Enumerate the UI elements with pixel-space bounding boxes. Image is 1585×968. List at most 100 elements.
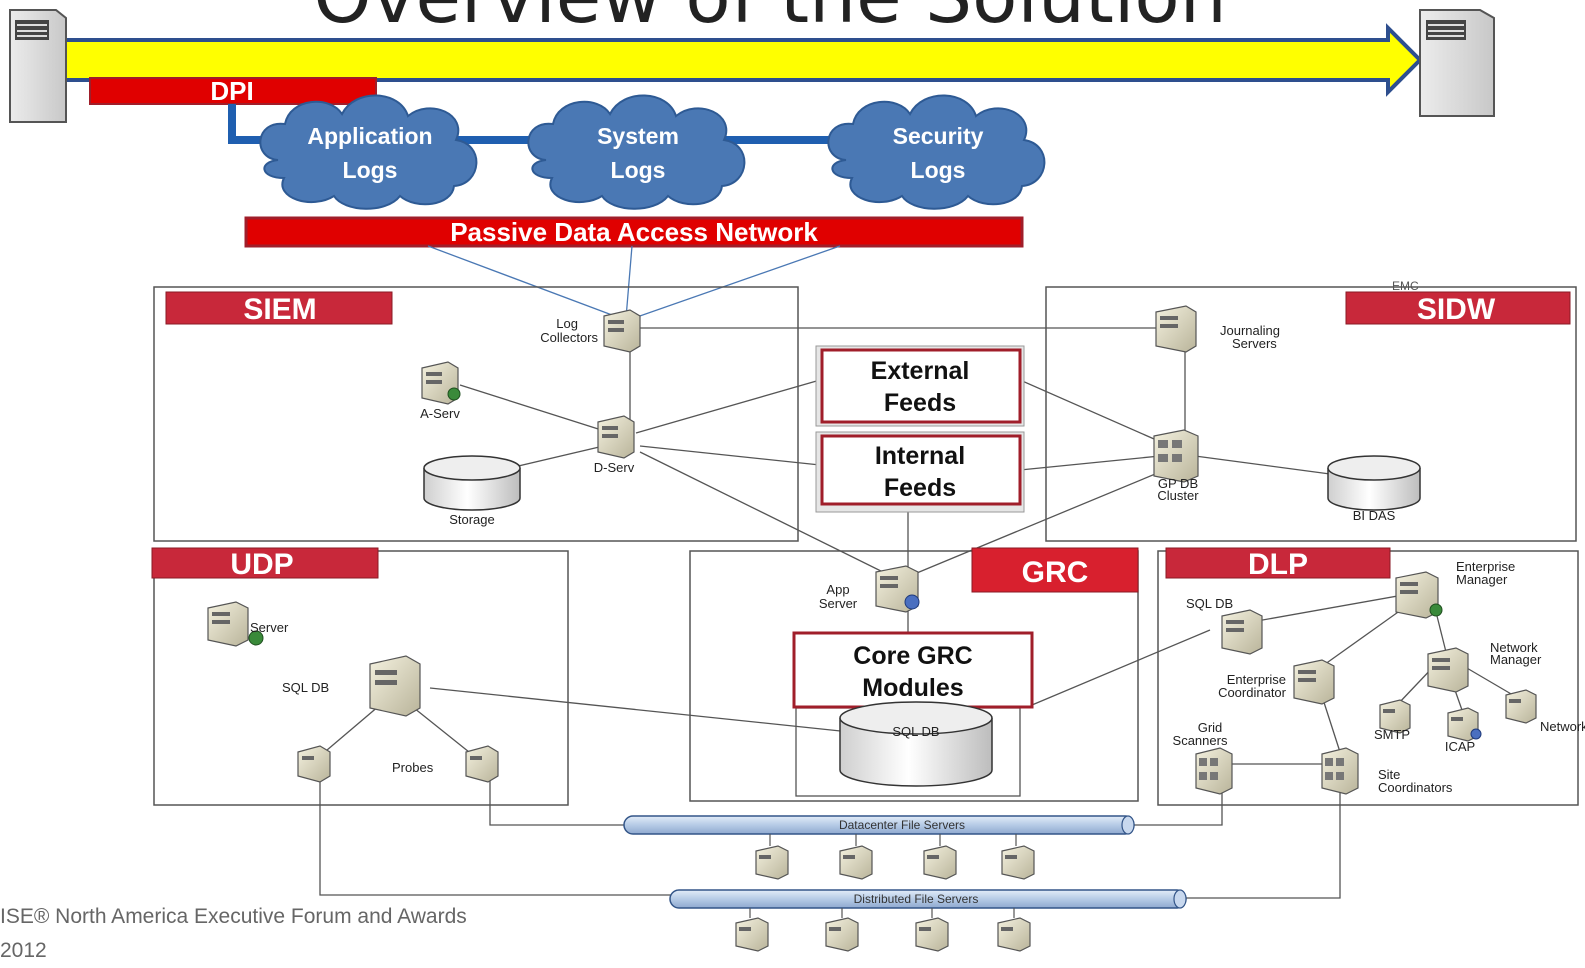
grc-sql-db-cylinder-icon xyxy=(839,701,993,787)
site-coordinators-label-1: Site xyxy=(1378,767,1400,782)
distributed-file-server-icons xyxy=(735,917,1031,952)
udp-labels: Server SQL DB Probes xyxy=(250,620,434,775)
network-manager-server-icon xyxy=(1427,647,1469,693)
site-coordinators-icon xyxy=(1321,747,1359,795)
gp-db-label-2: Cluster xyxy=(1157,488,1199,503)
cloud-application-logs: Application Logs xyxy=(259,94,478,210)
app-server-label-2: Server xyxy=(819,596,858,611)
file-server-icon xyxy=(997,917,1031,952)
enterprise-coordinator-label-1: Enterprise xyxy=(1227,672,1286,687)
external-feeds-box: External Feeds xyxy=(815,345,1025,427)
file-server-icon xyxy=(923,845,957,880)
cloud-system-logs: System Logs xyxy=(527,94,746,210)
internal-feeds-box: Internal Feeds xyxy=(815,431,1025,513)
journaling-server-icon xyxy=(1155,305,1197,353)
probe-server-icon-right xyxy=(465,745,499,783)
cloud-application-line1: Application xyxy=(307,123,432,149)
network-manager-label-2: Manager xyxy=(1490,652,1542,667)
left-server-tower-icon xyxy=(9,9,67,123)
cloud-security-line2: Logs xyxy=(911,157,966,183)
gp-db-cluster-icon xyxy=(1153,429,1199,483)
file-server-icon xyxy=(915,917,949,952)
cloud-system-line2: Logs xyxy=(611,157,666,183)
d-serv-label: D-Serv xyxy=(594,460,635,475)
network-feed-lines xyxy=(427,245,841,319)
enterprise-manager-label-2: Manager xyxy=(1456,572,1508,587)
footer-line1: ISE® North America Executive Forum and A… xyxy=(0,905,467,928)
sidw-labels: Journaling Servers GP DB Cluster BI DAS xyxy=(1157,323,1395,523)
dpi-label: DPI xyxy=(210,76,253,106)
gp-db-label-1: GP DB xyxy=(1158,476,1198,491)
probes-label: Probes xyxy=(392,760,434,775)
storage-label: Storage xyxy=(449,512,495,527)
file-server-icon xyxy=(839,845,873,880)
file-server-icon xyxy=(755,845,789,880)
cloud-security-line1: Security xyxy=(893,123,984,149)
udp-box xyxy=(153,550,569,806)
grid-scanners-label-1: Grid xyxy=(1198,720,1223,735)
smtp-label: SMTP xyxy=(1374,727,1410,742)
udp-header: UDP xyxy=(151,547,379,581)
svg-text:GRC: GRC xyxy=(1022,556,1089,589)
network-device-icon xyxy=(1505,689,1537,724)
passive-data-access-network-bar xyxy=(244,216,1024,248)
core-grc-line1: Core GRC xyxy=(853,642,972,670)
enterprise-coordinator-server-icon xyxy=(1293,659,1335,705)
grc-app-server-icon xyxy=(875,565,920,613)
distributed-bus-label: Distributed File Servers xyxy=(854,892,979,906)
bi-das-label: BI DAS xyxy=(1353,508,1396,523)
d-serv-server-icon xyxy=(597,415,635,459)
core-grc-modules-box: Core GRC Modules xyxy=(792,631,1034,709)
network-manager-label-1: Network xyxy=(1490,640,1538,655)
udp-sql-db-label: SQL DB xyxy=(282,680,329,695)
datacenter-bus-label: Datacenter File Servers xyxy=(839,818,965,832)
log-collectors-label-2: Collectors xyxy=(540,330,598,345)
icap-label: ICAP xyxy=(1445,739,1475,754)
grid-scanners-icon xyxy=(1195,747,1233,795)
connection-lines xyxy=(319,327,1519,899)
file-server-icon xyxy=(825,917,859,952)
section-boxes xyxy=(153,286,1579,806)
slide-title: Overview of the Solution xyxy=(313,0,1226,40)
storage-cylinder-icon xyxy=(423,455,521,511)
bi-das-cylinder-icon xyxy=(1327,455,1421,511)
right-server-tower-icon xyxy=(1419,9,1495,117)
svg-text:SIDW: SIDW xyxy=(1417,293,1496,326)
app-server-label-1: App xyxy=(826,582,849,597)
siem-box xyxy=(153,286,799,542)
journaling-label-2: Servers xyxy=(1232,336,1277,351)
dpi-bar xyxy=(89,77,377,105)
siem-labels: Log Collectors A-Serv D-Serv Storage xyxy=(420,316,635,527)
passive-data-access-network-label: Passive Data Access Network xyxy=(450,217,818,247)
udp-server-icon xyxy=(207,601,264,647)
log-collector-server-icon xyxy=(603,309,641,353)
journaling-label-1: Journaling xyxy=(1220,323,1280,338)
sidw-box xyxy=(1045,286,1577,542)
svg-text:DLP: DLP xyxy=(1248,548,1308,581)
enterprise-manager-label-1: Enterprise xyxy=(1456,559,1515,574)
sidw-overlap-label: EMC xyxy=(1392,279,1419,293)
svg-text:UDP: UDP xyxy=(230,548,293,581)
icap-server-icon xyxy=(1447,707,1482,742)
datacenter-file-servers-bus: Datacenter File Servers xyxy=(623,815,1135,835)
internal-feeds-line1: Internal xyxy=(875,442,965,470)
network-label: Network xyxy=(1540,719,1585,734)
a-serv-label: A-Serv xyxy=(420,406,460,421)
dlp-header: DLP xyxy=(1165,547,1391,581)
dlp-sql-db-label: SQL DB xyxy=(1186,596,1233,611)
datacenter-file-server-icons xyxy=(755,845,1035,880)
grc-labels: App Server xyxy=(819,582,858,611)
footer-line2: 2012 xyxy=(0,939,47,962)
external-feeds-line2: Feeds xyxy=(884,389,956,417)
cloud-security-logs: Security Logs xyxy=(827,94,1046,210)
udp-server-label: Server xyxy=(250,620,289,635)
distributed-file-servers-bus: Distributed File Servers xyxy=(669,889,1187,909)
svg-text:SIEM: SIEM xyxy=(243,293,316,326)
grc-sql-db-label: SQL DB xyxy=(892,724,939,739)
sidw-header: SIDW xyxy=(1345,291,1571,326)
file-server-icon xyxy=(735,917,769,952)
site-coordinators-label-2: Coordinators xyxy=(1378,780,1453,795)
file-server-icon xyxy=(1001,845,1035,880)
a-serv-server-icon xyxy=(421,361,461,405)
